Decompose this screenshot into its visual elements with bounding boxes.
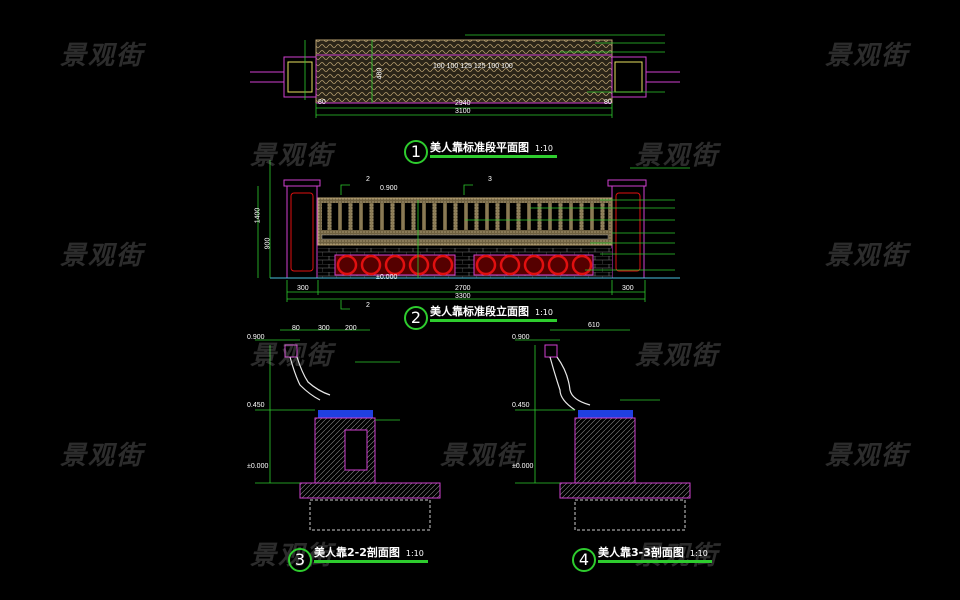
view-number-2: 2 <box>404 306 428 330</box>
view-title-text: 美人靠标准段平面图 <box>430 141 529 154</box>
sec3-mid-level: 0.450 <box>247 402 265 409</box>
sec3-top-level: 0.900 <box>247 334 265 341</box>
baluster <box>380 202 384 231</box>
section-mark-2-bottom: 2 <box>366 302 370 309</box>
baluster <box>527 202 531 231</box>
baluster <box>495 202 500 231</box>
baluster <box>590 202 594 231</box>
rosette <box>523 254 545 276</box>
baluster <box>348 202 353 231</box>
baluster <box>600 202 605 231</box>
baluster <box>359 202 363 231</box>
section-mark-2: 2 <box>366 176 370 183</box>
plan-dim-depth: 480 <box>376 67 384 80</box>
elev-dim-post-right: 300 <box>622 285 634 292</box>
view-scale: 1:10 <box>405 549 424 558</box>
watermark: 景观街 <box>825 441 910 471</box>
watermark: 景观街 <box>60 41 145 71</box>
elev-dim-overall: 3300 <box>455 293 471 300</box>
baluster <box>390 202 395 231</box>
baluster <box>506 202 510 231</box>
sec3-dim-c: 200 <box>345 325 357 332</box>
view-number-4: 4 <box>572 548 596 572</box>
sec3-ground-level: ±0.000 <box>247 463 269 470</box>
baluster <box>548 202 552 231</box>
rosette <box>499 254 521 276</box>
elev-dim-post-left: 300 <box>297 285 309 292</box>
baluster <box>516 202 521 231</box>
baluster <box>537 202 542 231</box>
view-title-1: 美人靠标准段平面图 1:10 <box>430 139 557 158</box>
rosette <box>571 254 593 276</box>
baluster <box>401 202 405 231</box>
view-title-4: 美人靠3-3剖面图 1:10 <box>598 544 712 563</box>
baluster <box>432 202 437 231</box>
view-scale: 1:10 <box>689 549 708 558</box>
plan-dim-left: 80 <box>318 99 326 106</box>
sec4-dim-top: 610 <box>588 322 600 329</box>
baluster <box>443 202 447 231</box>
baluster <box>411 202 416 231</box>
rosette <box>384 254 406 276</box>
rosette <box>336 254 358 276</box>
watermark: 景观街 <box>60 241 145 271</box>
baluster <box>474 202 479 231</box>
baluster <box>327 202 332 231</box>
baluster <box>579 202 584 231</box>
baluster <box>569 202 573 231</box>
elev-dim-middle: 2700 <box>455 285 471 292</box>
baluster <box>338 202 342 231</box>
rosette <box>432 254 454 276</box>
elev-dim-height: 1400 <box>254 207 262 224</box>
sec3-dim-b: 300 <box>318 325 330 332</box>
section-2-2-view <box>255 329 441 531</box>
watermark: 景观街 <box>250 141 335 171</box>
plan-dim-overall: 3100 <box>455 108 471 115</box>
view-number-3: 3 <box>288 548 312 572</box>
watermark: 景观街 <box>440 441 525 471</box>
rosette <box>408 254 430 276</box>
baluster <box>453 202 458 231</box>
view-title-2: 美人靠标准段立面图 1:10 <box>430 303 557 322</box>
watermark: 景观街 <box>825 41 910 71</box>
view-scale: 1:10 <box>535 144 553 153</box>
sec4-top-level: 0.900 <box>512 334 530 341</box>
rosette <box>475 254 497 276</box>
elev-dim-lower: 900 <box>264 237 272 250</box>
baluster <box>558 202 563 231</box>
section-mark-3: 3 <box>488 176 492 183</box>
sec4-mid-level: 0.450 <box>512 402 530 409</box>
plan-view <box>250 34 680 118</box>
watermark: 景观街 <box>635 541 720 571</box>
watermark: 景观街 <box>825 241 910 271</box>
view-title-text: 美人靠标准段立面图 <box>430 305 529 318</box>
view-title-text: 美人靠2-2剖面图 <box>314 546 400 559</box>
baluster <box>464 202 468 231</box>
view-title-3: 美人靠2-2剖面图 1:10 <box>314 544 428 563</box>
watermark: 景观街 <box>635 141 720 171</box>
watermark: 景观街 <box>60 441 145 471</box>
view-scale: 1:10 <box>535 308 553 317</box>
watermark: 景观街 <box>250 341 335 371</box>
view-number-1: 1 <box>404 140 428 164</box>
watermark: 景观街 <box>635 341 720 371</box>
baluster <box>422 202 426 231</box>
baluster <box>485 202 489 231</box>
rosette <box>360 254 382 276</box>
sec3-dim-a: 80 <box>292 325 300 332</box>
elevation-view <box>257 160 690 310</box>
baluster <box>369 202 374 231</box>
section-3-3-view <box>515 329 691 531</box>
elev-ground-level: ±0.000 <box>376 274 398 281</box>
rosette <box>547 254 569 276</box>
plan-dim-spacing: 100 100 125 125 100 100 <box>433 63 513 70</box>
view-title-text: 美人靠3-3剖面图 <box>598 546 684 559</box>
plan-dim-inner: 2940 <box>455 100 471 107</box>
elev-top-level: 0.900 <box>380 185 398 192</box>
plan-dim-right: 80 <box>604 99 612 106</box>
sec4-ground-level: ±0.000 <box>512 463 534 470</box>
